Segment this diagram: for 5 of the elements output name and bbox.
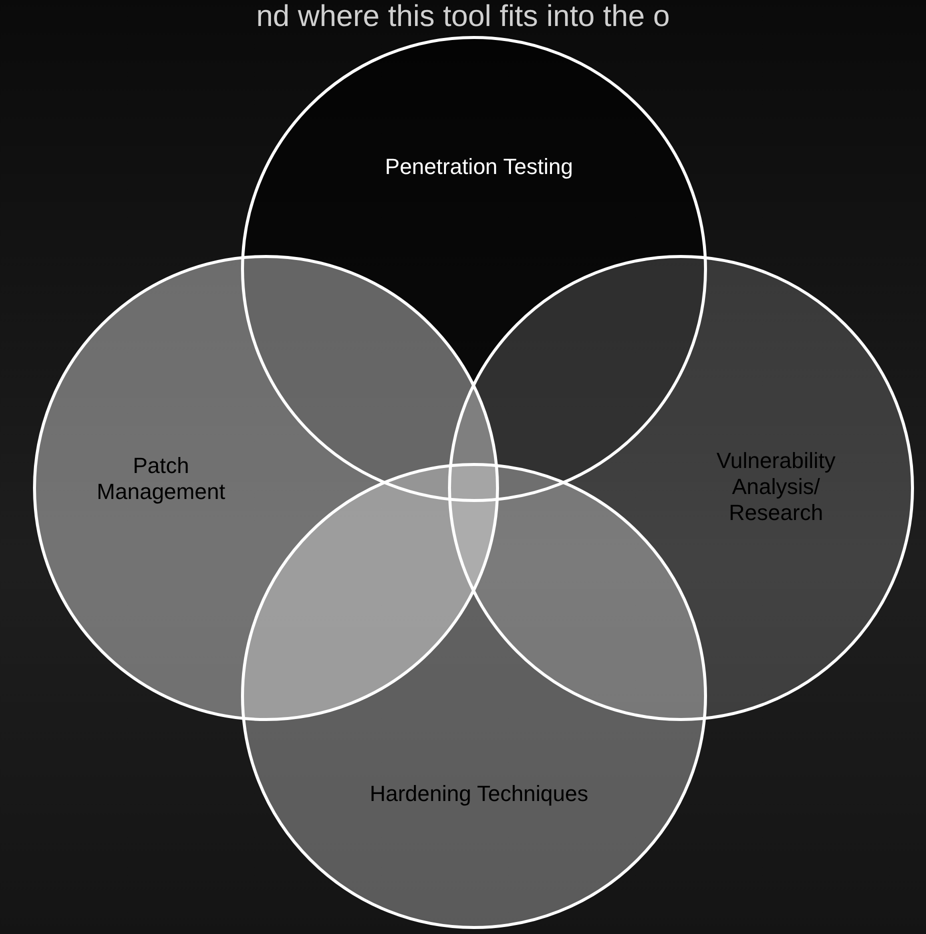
circle-label: Vulnerability Analysis/ Research bbox=[715, 448, 837, 526]
circle-label: Hardening Techniques bbox=[368, 781, 590, 807]
circle-label: Patch Management bbox=[96, 453, 226, 505]
circle-label: Penetration Testing bbox=[384, 154, 574, 180]
title: nd where this tool fits into the o bbox=[255, 0, 671, 34]
